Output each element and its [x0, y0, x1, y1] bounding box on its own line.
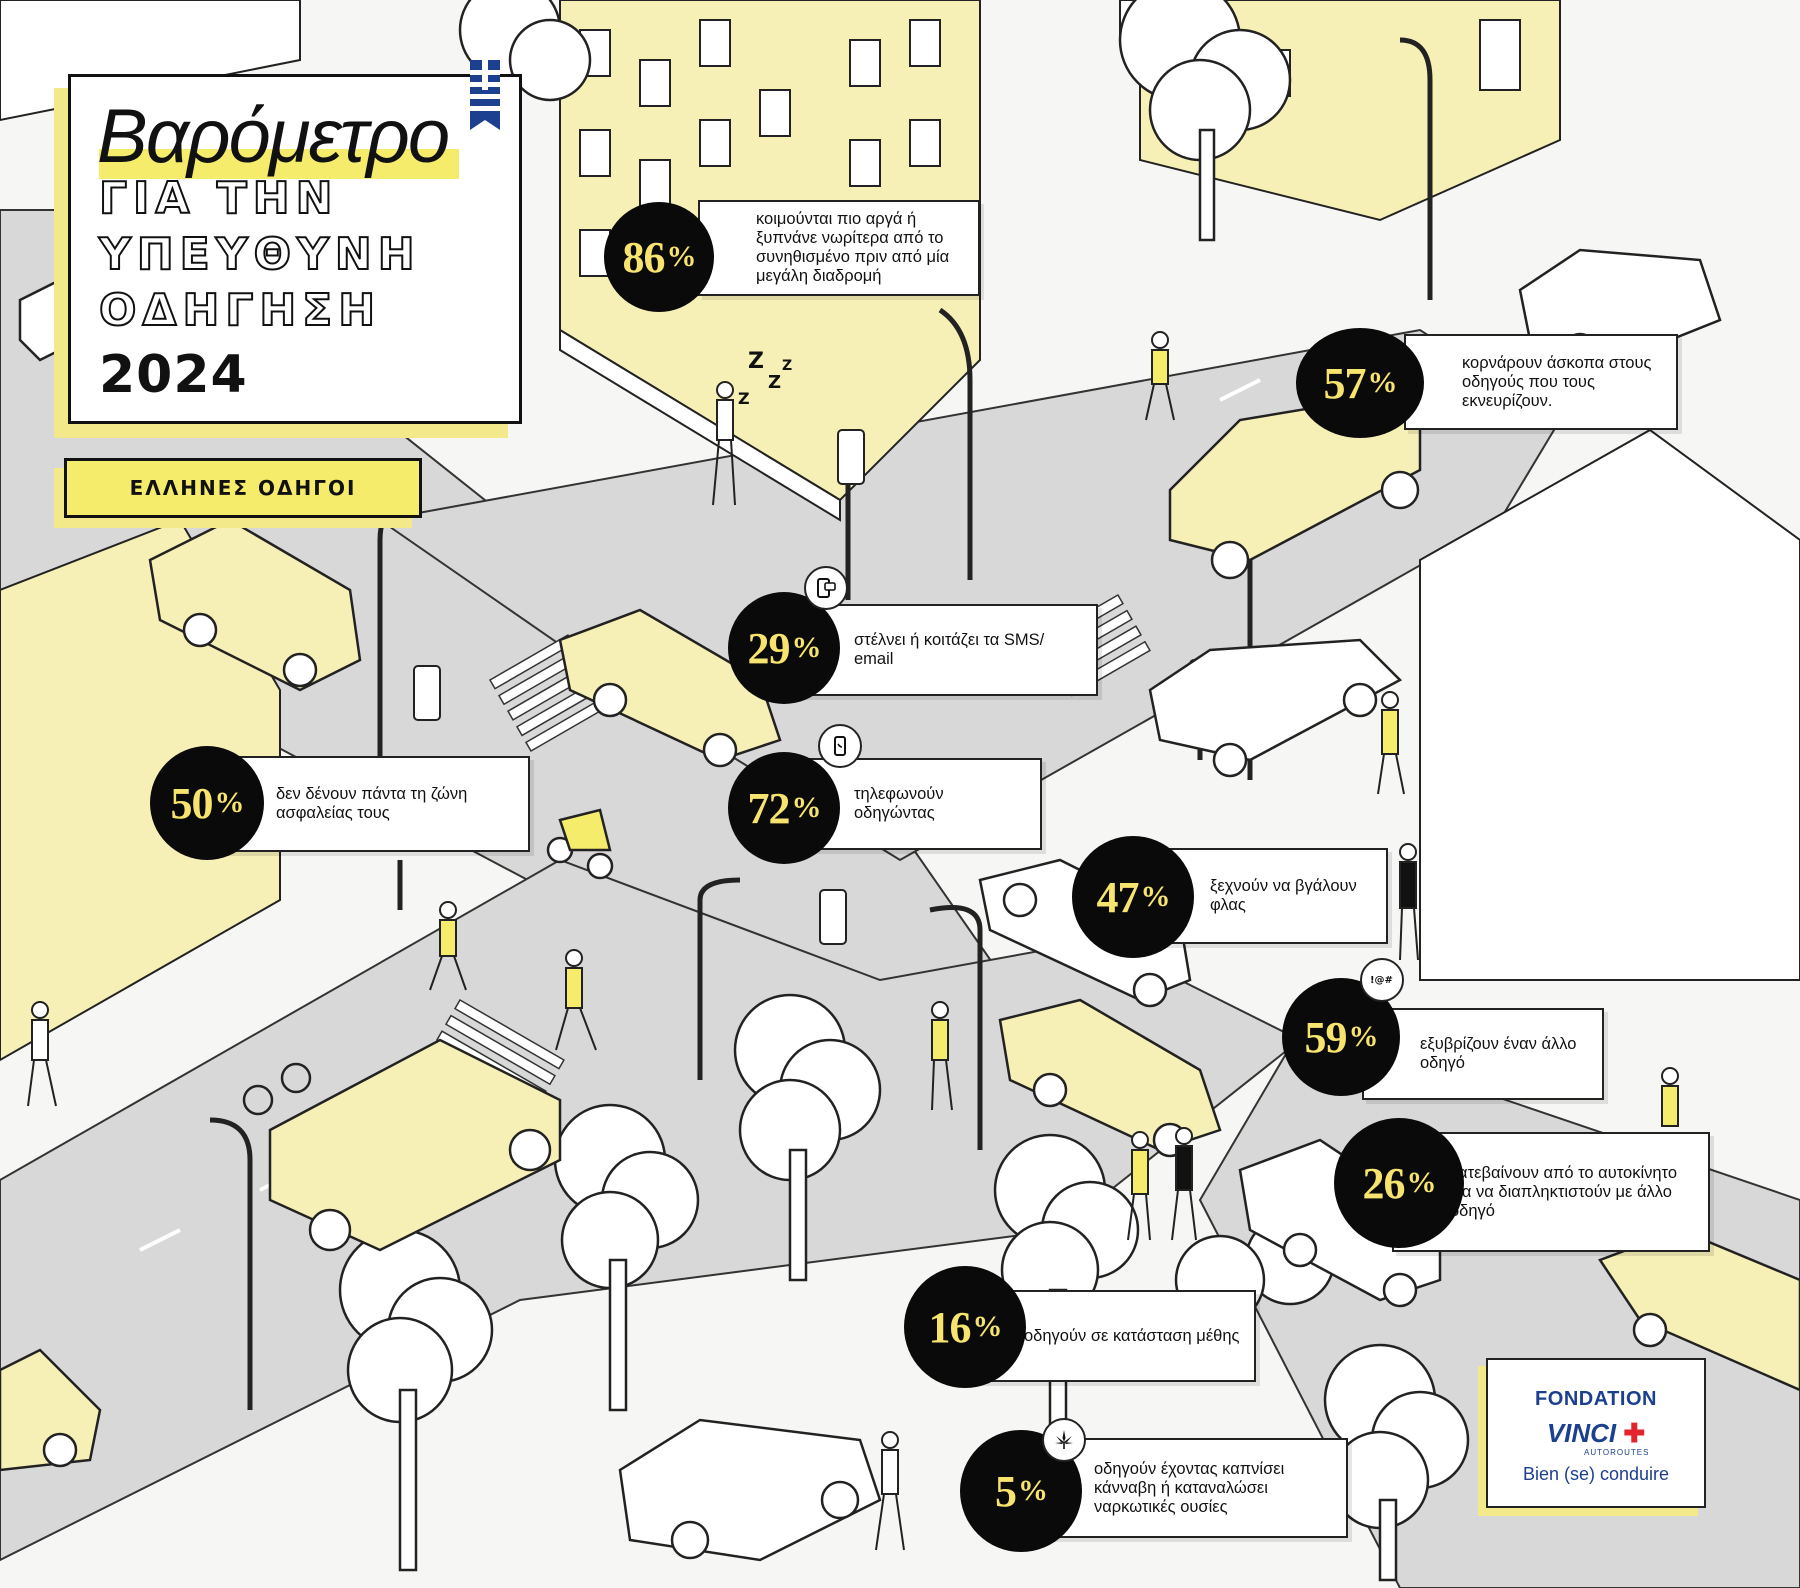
- pedestrian: [27, 1001, 57, 1107]
- percent-sign: %: [666, 240, 697, 273]
- tree: [733, 993, 882, 1282]
- scooter: [546, 808, 614, 880]
- lamp-post: [938, 307, 973, 580]
- pedestrian: [555, 949, 597, 1051]
- svg-text:Z: Z: [782, 358, 792, 374]
- title-line-2: ΥΠΕΥΘΥΝΗ: [98, 228, 421, 281]
- svg-text:!@#: !@#: [1370, 975, 1393, 986]
- stat-circle: 47%: [1072, 836, 1194, 958]
- cannabis-leaf-icon: [1042, 1418, 1086, 1462]
- tree: [993, 1133, 1140, 1442]
- title-line-3: ΟΔΗΓΗΣΗ: [98, 284, 382, 337]
- pedestrian: [1661, 1067, 1679, 1127]
- lamp-post: [209, 1117, 253, 1410]
- vinci-cross-icon: ✚: [1623, 1418, 1646, 1448]
- logo-line-2-sub: AUTOROUTES: [1584, 1448, 1650, 1457]
- bicycle: [242, 1062, 312, 1116]
- stat-text-box: εξυβρίζουν έναν άλλο οδηγό: [1362, 1008, 1604, 1100]
- pedestrian: [1399, 843, 1419, 961]
- building-white-right: [1419, 428, 1800, 981]
- tree: [1323, 1343, 1470, 1582]
- pedestrian: [1145, 331, 1175, 421]
- pedestrian: [875, 1431, 905, 1551]
- car-yellow: [1598, 1228, 1800, 1392]
- stat-circle: 72%: [728, 752, 840, 864]
- percent-sign: %: [791, 631, 822, 664]
- title-card: Βαρόμετρο ΓΙΑ ΤΗΝ ΥΠΕΥΘΥΝΗ ΟΔΗΓΗΣΗ 2024: [68, 74, 522, 424]
- stat-value: 50: [170, 778, 214, 828]
- stat-value: 72: [747, 783, 791, 833]
- svg-text:Z: Z: [768, 372, 781, 393]
- pedestrian: [1127, 1131, 1151, 1241]
- stat-value: 47: [1096, 872, 1140, 922]
- stat-text-box: κορνάρουν άσκοπα στους οδηγούς που τους …: [1404, 334, 1678, 430]
- percent-sign: %: [791, 791, 822, 824]
- greek-flag-icon: [470, 60, 500, 130]
- stat-circle: 26%: [1334, 1118, 1464, 1248]
- logo-line-2: VINCI ✚: [1488, 1418, 1704, 1449]
- lamp-post: [1399, 37, 1433, 300]
- pedestrian: [931, 1001, 953, 1111]
- message-phone-icon: [804, 566, 848, 610]
- car-yellow: [0, 1348, 102, 1472]
- car-white: [1148, 638, 1403, 778]
- title-main: Βαρόμετρο: [97, 94, 450, 179]
- stat-text-box: δεν δένουν πάντα τη ζώνη ασφαλείας τους: [218, 756, 530, 852]
- svg-text:Z: Z: [748, 349, 764, 374]
- fondation-vinci-logo: FONDATION VINCI ✚ AUTOROUTES Bien (se) c…: [1486, 1358, 1706, 1508]
- title-line-1: ΓΙΑ ΤΗΝ: [98, 172, 339, 225]
- lamp-post: [697, 877, 741, 1080]
- pedestrian: [712, 381, 736, 506]
- lamp-post: [929, 905, 983, 1150]
- audience-tag: ΕΛΛΗΝΕΣ ΟΔΗΓΟΙ: [64, 458, 422, 518]
- stat-value: 86: [622, 232, 666, 282]
- logo-vinci-text: VINCI: [1546, 1418, 1617, 1448]
- angry-speech-icon: !@#: [1360, 958, 1404, 1002]
- stat-circle: 16%: [904, 1266, 1026, 1388]
- title-year: 2024: [99, 345, 248, 405]
- stat-value: 29: [747, 623, 791, 673]
- logo-line-1: FONDATION: [1535, 1388, 1657, 1410]
- stat-value: 16: [928, 1302, 972, 1352]
- trees: [338, 0, 1470, 1582]
- stat-circle: 50%: [150, 746, 264, 860]
- stat-value: 59: [1304, 1012, 1348, 1062]
- stat-value: 5: [995, 1466, 1017, 1516]
- phone-call-icon: [818, 724, 862, 768]
- pedestrians: [27, 331, 1679, 1551]
- stat-circle: 57%: [1296, 328, 1424, 438]
- pedestrian: [1377, 691, 1405, 795]
- percent-sign: %: [1406, 1166, 1437, 1199]
- stat-value: 57: [1323, 358, 1367, 408]
- percent-sign: %: [1348, 1020, 1379, 1053]
- car-white: [1238, 1138, 1442, 1308]
- van-yellow-lower: [268, 1038, 562, 1252]
- car-white: [618, 1418, 882, 1562]
- logo-line-3: Bien (se) conduire: [1522, 1464, 1670, 1484]
- car-yellow: [148, 518, 362, 692]
- pedestrian: [1171, 1127, 1197, 1241]
- car-yellow: [558, 608, 782, 768]
- tree: [553, 1103, 700, 1412]
- percent-sign: %: [214, 786, 245, 819]
- stat-text-box: τηλεφωνούν οδηγώντας: [796, 758, 1042, 850]
- title-highlight: [99, 149, 459, 179]
- percent-sign: %: [1140, 880, 1171, 913]
- stat-value: 26: [1362, 1158, 1406, 1208]
- stat-circle: 29%: [728, 592, 840, 704]
- stat-circle: 86%: [604, 202, 714, 312]
- percent-sign: %: [1018, 1474, 1048, 1507]
- percent-sign: %: [972, 1310, 1003, 1343]
- stat-text-box: στέλνει ή κοιτάζει τα SMS/ email: [796, 604, 1098, 696]
- tree: [1118, 0, 1292, 242]
- stat-text-box: κοιμούνται πιο αργά ή ξυπνάνε νωρίτερα α…: [698, 200, 980, 296]
- percent-sign: %: [1367, 366, 1398, 399]
- stat-text-box: οδηγούν έχοντας καπνίσει κάνναβη ή καταν…: [1036, 1438, 1348, 1538]
- pedestrian: [429, 901, 467, 991]
- svg-text:Z: Z: [738, 389, 750, 408]
